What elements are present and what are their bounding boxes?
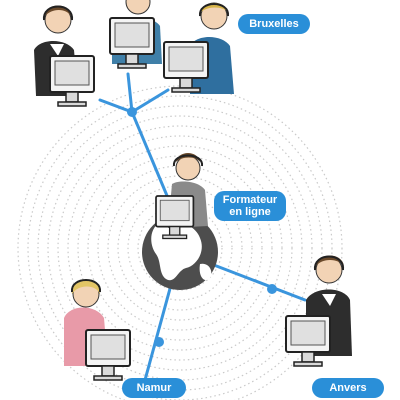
label-namur: Namur xyxy=(122,378,186,398)
trainer-figure xyxy=(155,153,208,240)
agent-top-left xyxy=(34,5,95,107)
agent-top-center xyxy=(109,0,162,69)
agent-top-right xyxy=(163,2,234,94)
label-formateur-en-ligne: Formateur en ligne xyxy=(214,191,286,221)
agent-bottom-right xyxy=(285,255,352,367)
connection-nodes xyxy=(127,107,277,347)
label-anvers: Anvers xyxy=(312,378,384,398)
label-bruxelles: Bruxelles xyxy=(238,14,310,34)
agent-bottom-left xyxy=(64,279,131,381)
